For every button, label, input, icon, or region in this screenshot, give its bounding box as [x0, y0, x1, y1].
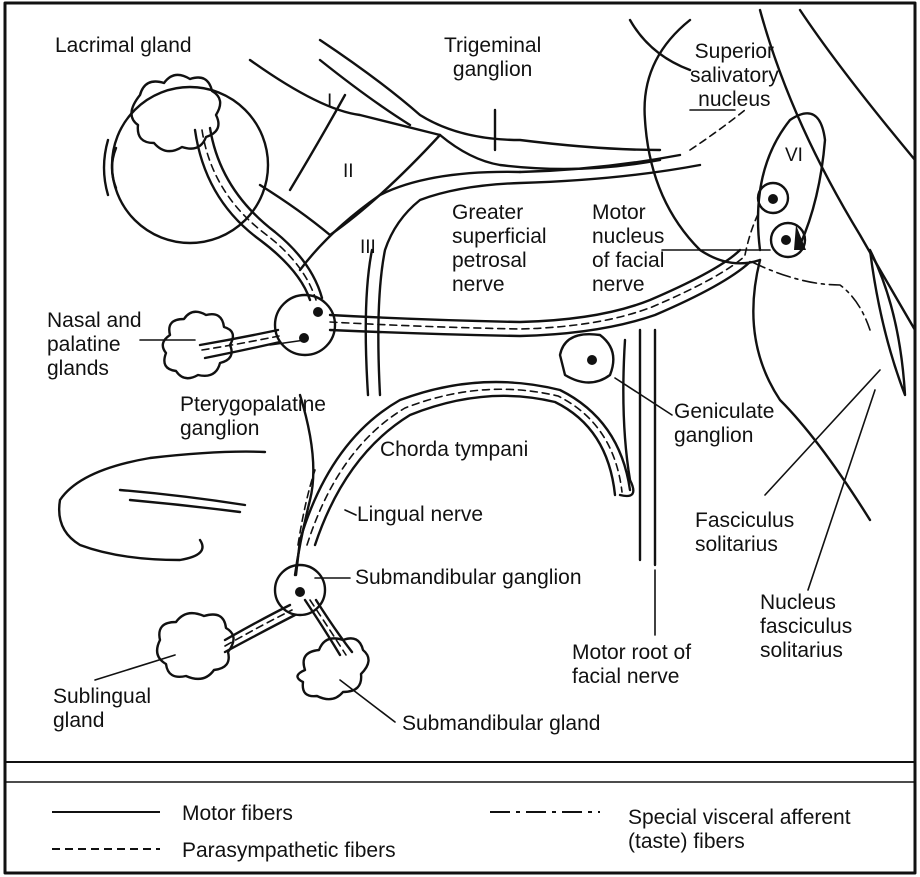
lacrimal-gland-shape	[131, 75, 220, 151]
nerve-III-path-2	[366, 250, 372, 395]
submandibular-gland-shape	[297, 638, 368, 699]
label-nerve-III: III	[360, 236, 376, 260]
label-fasciculus-solitarius: Fasciculus solitarius	[695, 509, 794, 557]
label-submandibular-ganglion: Submandibular ganglion	[355, 566, 582, 590]
label-nerve-VI: VI	[785, 144, 803, 168]
label-sublingual-gland: Sublingual gland	[53, 685, 151, 733]
legend-motor-label: Motor fibers	[182, 802, 293, 826]
nasal-palatine-gland-shape	[163, 312, 233, 378]
geniculate-ganglion-shape	[560, 334, 613, 382]
label-submandibular-gland: Submandibular gland	[402, 712, 600, 736]
label-superior-salivatory-nucleus: Superior salivatory nucleus	[690, 40, 779, 112]
label-nerve-I: I	[327, 90, 332, 114]
tongue-shape	[59, 452, 265, 560]
label-lingual-nerve: Lingual nerve	[357, 503, 483, 527]
label-nasal-palatine-glands: Nasal and palatine glands	[47, 309, 142, 381]
label-geniculate-ganglion: Geniculate ganglion	[674, 400, 774, 448]
label-lacrimal-gland: Lacrimal gland	[55, 34, 192, 58]
pterygopalatine-ganglion-shape	[275, 295, 335, 355]
sublingual-gland-shape	[157, 613, 233, 679]
label-motor-nucleus-facial-nerve: Motor nucleus of facial nerve	[592, 201, 664, 297]
label-trigeminal-ganglion: Trigeminal ganglion	[444, 34, 541, 82]
label-chorda-tympani: Chorda tympani	[380, 438, 528, 462]
label-pterygopalatine-ganglion: Pterygopalatine ganglion	[180, 393, 326, 441]
legend-parasympathetic-label: Parasympathetic fibers	[182, 839, 396, 863]
label-nerve-II: II	[343, 160, 354, 184]
label-nucleus-fasciculus-solitarius: Nucleus fasciculus solitarius	[760, 591, 852, 663]
label-motor-root-facial-nerve: Motor root of facial nerve	[572, 641, 691, 689]
eyeball	[104, 87, 268, 243]
taste-fiber	[752, 262, 870, 330]
nerve-VI-loop	[758, 113, 825, 250]
legend-taste-label: Special visceral afferent (taste) fibers	[628, 806, 851, 854]
label-greater-superficial-petrosal-nerve: Greater superficial petrosal nerve	[452, 201, 547, 297]
